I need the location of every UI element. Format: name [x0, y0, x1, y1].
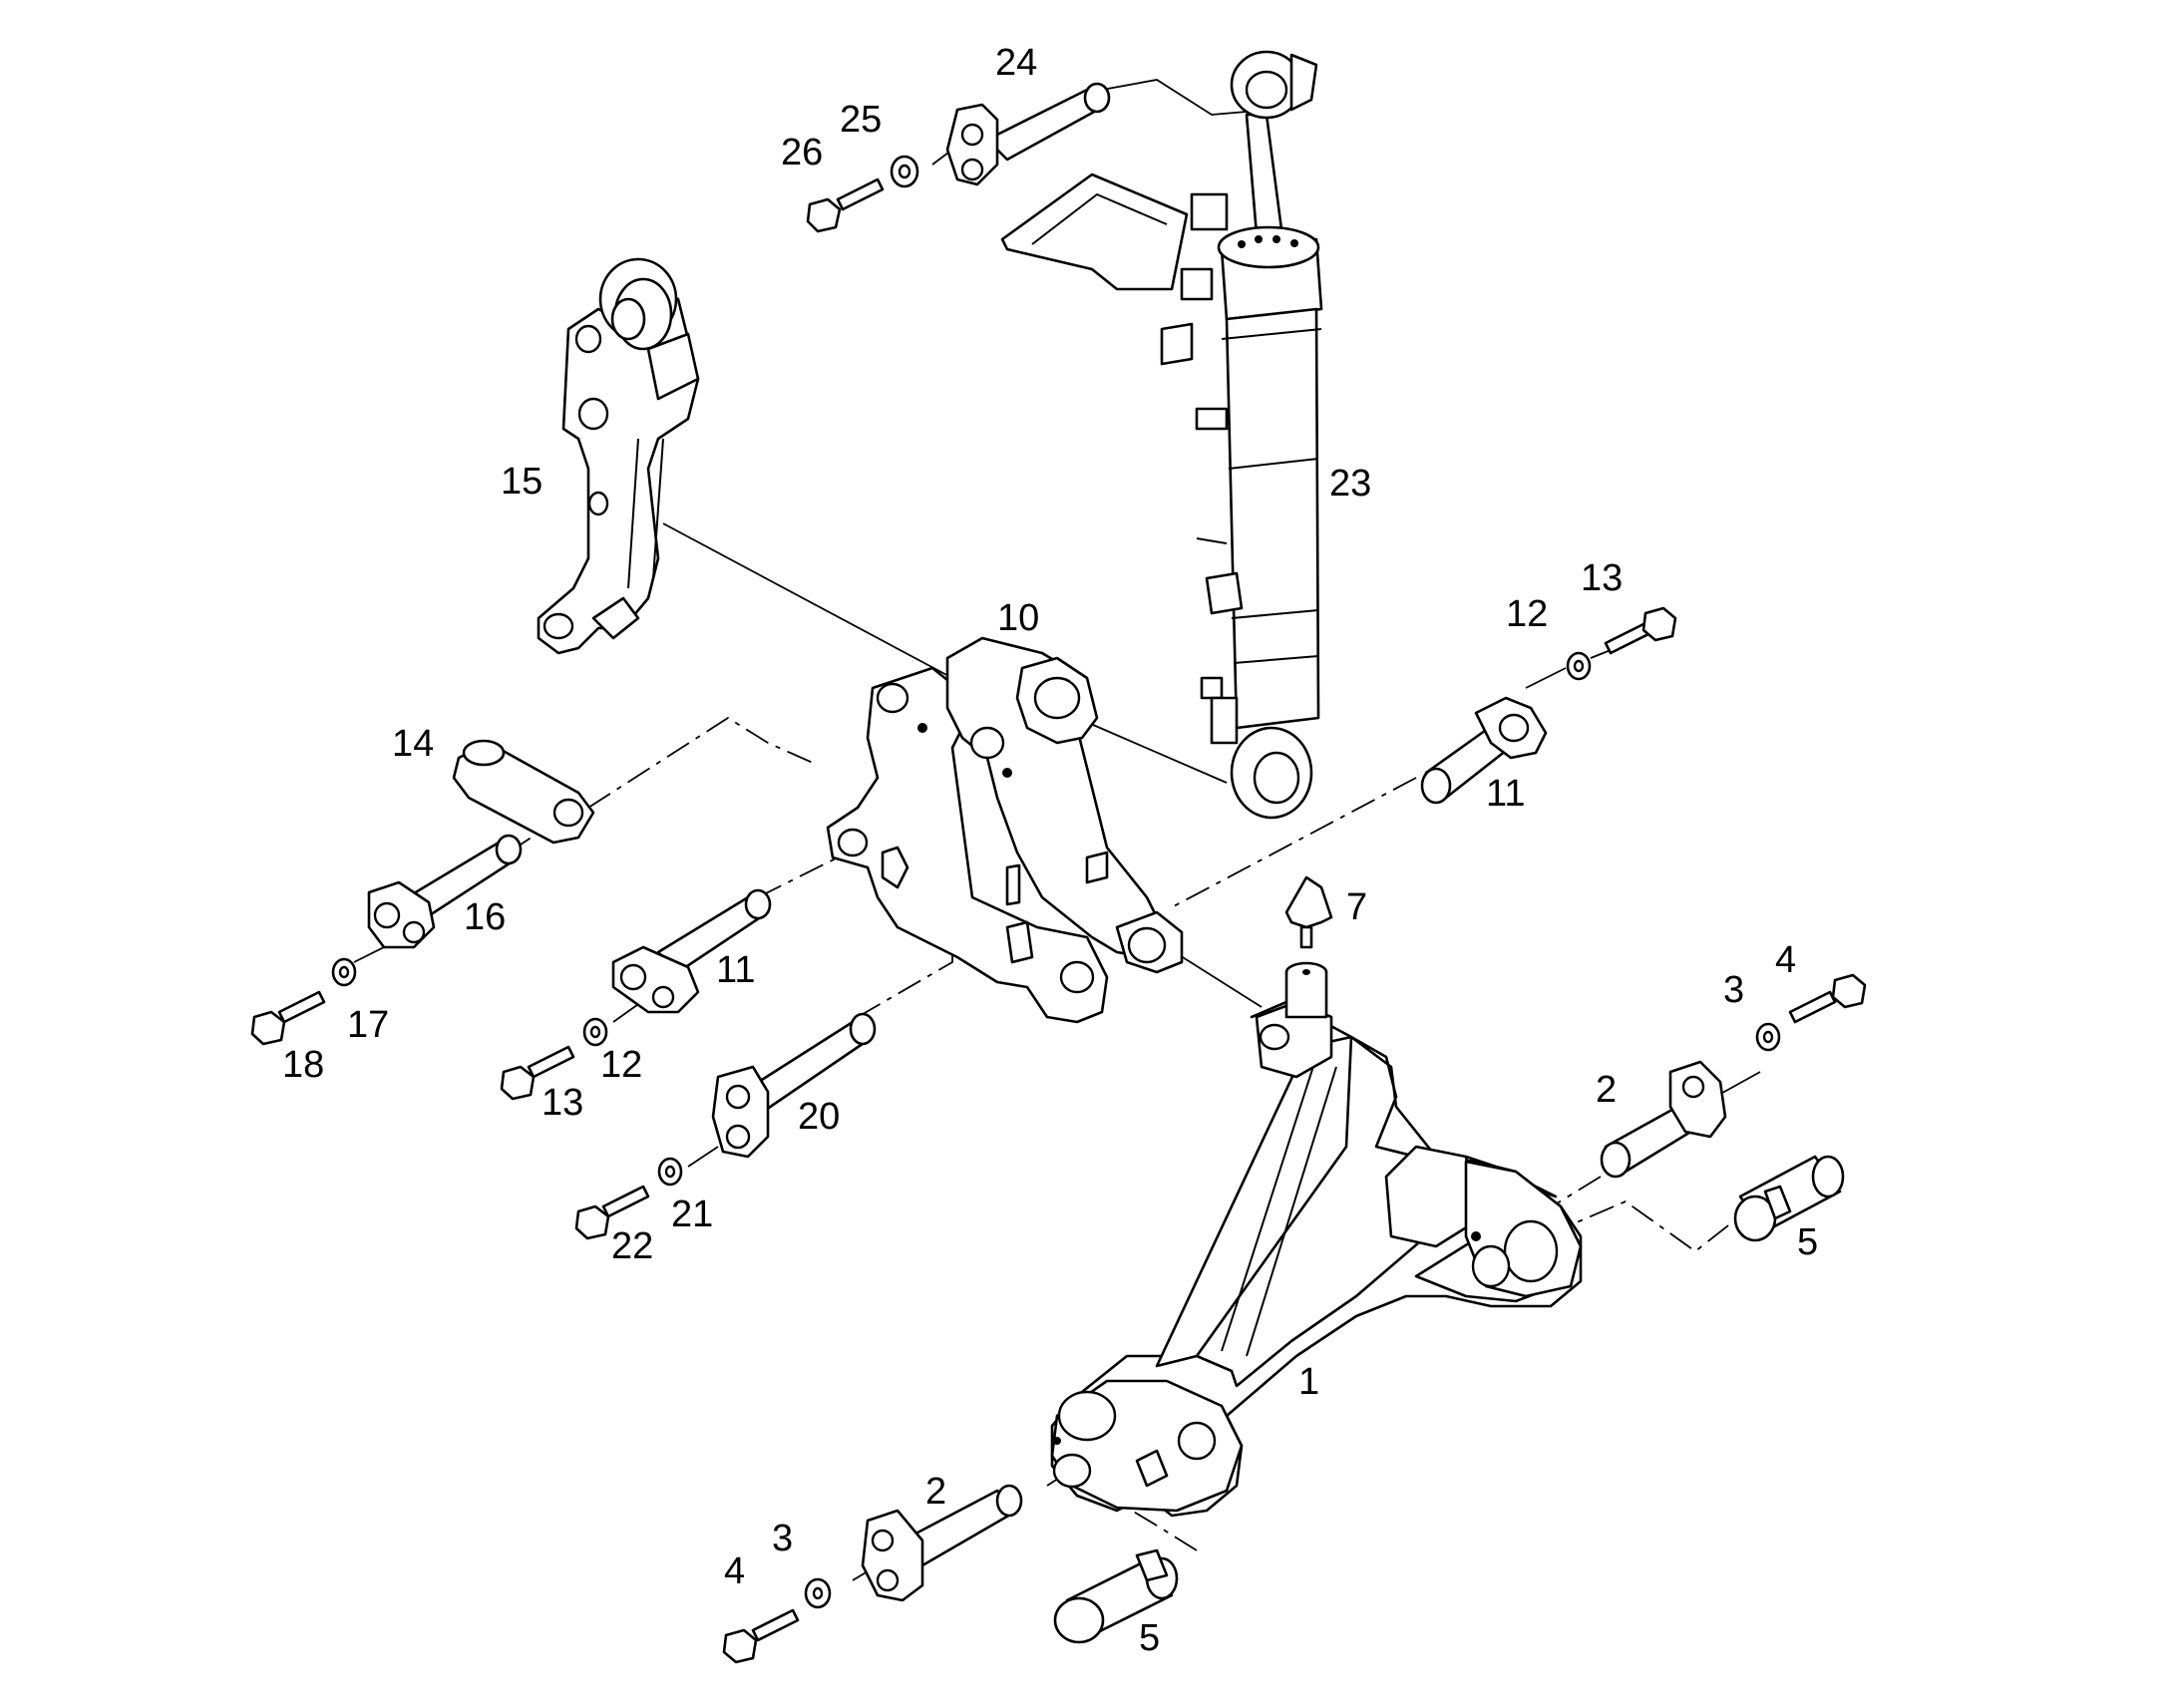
- bolt-part-4-right: [1788, 973, 1867, 1024]
- washer-part-17: [331, 957, 357, 987]
- pin-part-11-left: [611, 888, 772, 1014]
- nipple-part-7: [1284, 875, 1333, 1019]
- link-part-15: [537, 257, 700, 655]
- bolt-part-13-left: [500, 1045, 575, 1101]
- washer-part-25: [890, 155, 919, 188]
- pin-part-16: [367, 834, 523, 949]
- washer-part-3-right: [1755, 1022, 1781, 1052]
- callout-3-right: 3: [1723, 969, 1744, 1011]
- washer-part-12-left: [582, 1017, 608, 1047]
- callout-23: 23: [1329, 463, 1371, 505]
- pin-part-5-lower: [1053, 1548, 1179, 1644]
- callout-2-lower: 2: [925, 1471, 946, 1513]
- callout-labels: 1 2 2 3 3 4 4 5 5 7 10 11 11 12 12 13 13…: [282, 42, 1818, 1659]
- washer-part-21: [657, 1157, 683, 1187]
- callout-4-lower: 4: [724, 1550, 745, 1592]
- callout-15: 15: [501, 461, 543, 503]
- callout-25: 25: [840, 99, 882, 141]
- callout-11-right: 11: [1486, 773, 1525, 815]
- bolt-part-22: [574, 1185, 650, 1240]
- callout-13-left: 13: [542, 1082, 583, 1124]
- bolt-part-18: [250, 990, 326, 1046]
- callout-11-left: 11: [716, 949, 755, 991]
- pin-part-24: [945, 82, 1111, 186]
- callout-4-right: 4: [1775, 939, 1796, 981]
- callout-12-right: 12: [1506, 593, 1548, 635]
- bracket-part-10: [826, 636, 1184, 1024]
- washer-part-3-lower: [804, 1577, 832, 1609]
- pin-part-11-right: [1420, 696, 1548, 805]
- callout-7: 7: [1346, 886, 1367, 928]
- cylinder-part-23: [1000, 50, 1323, 820]
- callout-1: 1: [1298, 1361, 1319, 1403]
- pin-part-5-right: [1733, 1155, 1845, 1242]
- callout-5-right: 5: [1797, 1221, 1818, 1263]
- bolt-part-4-lower: [722, 1608, 800, 1664]
- callout-16: 16: [464, 896, 506, 938]
- callout-14: 14: [392, 723, 434, 765]
- callout-26: 26: [781, 132, 823, 173]
- callout-3-lower: 3: [772, 1518, 793, 1559]
- callout-22: 22: [611, 1225, 653, 1267]
- pin-part-2-right: [1600, 1060, 1727, 1179]
- washer-part-12-right: [1566, 651, 1592, 681]
- callout-13-right: 13: [1581, 557, 1623, 599]
- callout-17: 17: [347, 1004, 389, 1046]
- frame-part-1: [1050, 1000, 1583, 1518]
- bolt-part-26: [806, 177, 885, 233]
- callout-20: 20: [798, 1096, 840, 1138]
- bolt-part-13-right: [1604, 606, 1677, 655]
- callout-18: 18: [282, 1044, 324, 1086]
- plate-part-14: [452, 739, 595, 845]
- pin-part-20: [711, 1012, 877, 1159]
- callout-10: 10: [997, 597, 1039, 639]
- callout-5-lower: 5: [1139, 1617, 1160, 1659]
- callout-12-left: 12: [600, 1044, 642, 1086]
- pin-part-2-lower: [861, 1484, 1023, 1602]
- callout-24: 24: [995, 42, 1037, 84]
- callout-2-right: 2: [1596, 1069, 1617, 1111]
- callout-21: 21: [671, 1194, 713, 1235]
